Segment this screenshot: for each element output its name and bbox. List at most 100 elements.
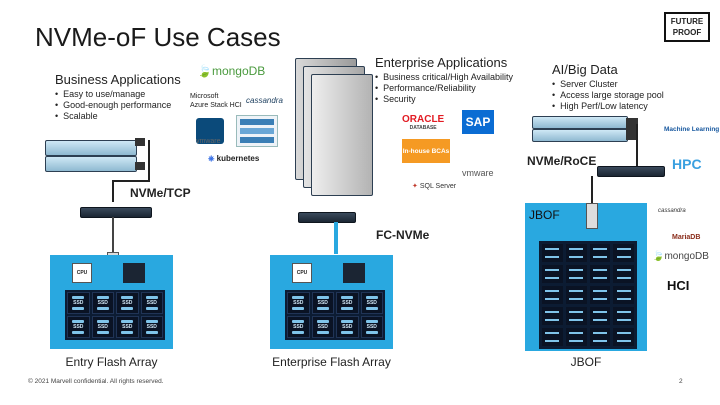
ssd: SSD: [360, 292, 383, 314]
entry-flash-array: CPU SSD SSD SSD SSD SSD SSD SSD SSD: [50, 255, 173, 349]
jbof-ssd-grid: [539, 241, 637, 349]
machine-learning-logo: Machine Learning: [664, 126, 720, 133]
ssd: [589, 328, 611, 346]
ssd: SSD: [116, 316, 139, 338]
enterprise-heading: Enterprise Applications: [375, 55, 508, 70]
server: [45, 156, 137, 172]
inhouse-bcas-logo: In-house BCAs: [402, 139, 450, 163]
ssd: SSD: [311, 292, 334, 314]
sap-logo: SAP: [462, 110, 494, 134]
page-number: 2: [679, 378, 683, 385]
cable: [112, 180, 114, 202]
ssd-grid: SSD SSD SSD SSD SSD SSD SSD SSD: [285, 290, 385, 340]
sql-server-logo: ✦ SQL Server: [412, 183, 457, 190]
cassandra-logo: cassandra: [246, 96, 283, 105]
ssd: [613, 265, 634, 283]
ssd: SSD: [116, 292, 139, 314]
cable: [148, 140, 150, 180]
ssd: [565, 286, 587, 304]
ssd: [613, 307, 634, 325]
ssd: SSD: [336, 292, 359, 314]
network-switch: [298, 212, 356, 223]
hpc-logo: HPC: [672, 156, 702, 172]
server: [532, 116, 628, 129]
cpu-chip: CPU: [292, 263, 312, 283]
ssd: SSD: [311, 316, 334, 338]
ssd: SSD: [140, 292, 163, 314]
cable-connector: [135, 136, 149, 174]
ssd: SSD: [287, 316, 310, 338]
mongodb-logo-2: 🍃mongoDB: [652, 251, 709, 262]
business-bullets: Easy to use/manage Good-enough performan…: [55, 89, 171, 122]
page-title: NVMe-oF Use Cases: [35, 22, 281, 52]
nvme-roce-label: NVMe/RoCE: [527, 154, 597, 168]
ssd: [589, 286, 611, 304]
ssd: SSD: [67, 316, 90, 338]
ssd: [542, 265, 563, 283]
footer-copyright: © 2021 Marvell confidential. All rights …: [28, 378, 164, 385]
network-switch: [597, 166, 665, 177]
fc-nvme-label: FC-NVMe: [376, 228, 430, 242]
vmware-tile: [196, 118, 224, 144]
jbof-inner-label: JBOF: [529, 208, 560, 222]
ssd: [613, 244, 634, 262]
enterprise-array-label: Enterprise Flash Array: [272, 355, 391, 369]
nvme-tcp-label: NVMe/TCP: [130, 186, 191, 200]
oracle-logo: ORACLE DATABASE: [402, 115, 444, 133]
ssd: SSD: [91, 292, 114, 314]
ssd: SSD: [336, 316, 359, 338]
controller-icon: [123, 263, 145, 283]
business-heading: Business Applications: [55, 72, 181, 87]
microsoft-label: Microsoft: [190, 93, 219, 100]
ssd: SSD: [91, 316, 114, 338]
ai-bullets: Server Cluster Access large storage pool…: [552, 79, 664, 112]
business-bullet: Easy to use/manage: [55, 89, 171, 100]
ai-bullet: Server Cluster: [552, 79, 664, 90]
cassandra-logo-2: cassandra: [658, 208, 686, 214]
business-bullet: Good-enough performance: [55, 100, 171, 111]
azure-stack-label: Azure Stack HCI: [190, 102, 242, 109]
ssd: [542, 307, 563, 325]
ssd: [613, 328, 634, 346]
mongodb-logo: 🍃mongoDB: [197, 64, 266, 78]
cable: [112, 180, 150, 182]
fc-link: [334, 222, 338, 254]
cable-connector: [586, 203, 598, 229]
enterprise-flash-array: CPU SSD SSD SSD SSD SSD SSD SSD SSD: [270, 255, 393, 349]
ssd: [542, 286, 563, 304]
mariadb-logo: MariaDB: [672, 234, 701, 241]
ssd: [613, 286, 634, 304]
ssd: [542, 244, 563, 262]
enterprise-bullets: Business critical/High Availability Perf…: [375, 72, 513, 105]
ssd: [565, 307, 587, 325]
cable: [112, 217, 114, 255]
network-switch: [80, 207, 152, 218]
jbof-array: JBOF: [525, 203, 647, 351]
ssd: [565, 244, 587, 262]
entry-array-label: Entry Flash Array: [65, 355, 158, 369]
ssd: [589, 244, 611, 262]
server-rack: [295, 58, 375, 198]
enterprise-bullet: Business critical/High Availability: [375, 72, 513, 83]
kubernetes-logo: ⎈ kubernetes: [208, 154, 260, 163]
enterprise-bullet: Security: [375, 94, 513, 105]
vmware-logo: vmware: [196, 138, 221, 145]
future-proof-logo: FUTURE PROOF: [664, 12, 710, 42]
cable-connector: [626, 118, 638, 140]
cable: [591, 176, 593, 206]
oracle-label: ORACLE: [402, 114, 445, 125]
ssd: SSD: [67, 292, 90, 314]
ssd: SSD: [140, 316, 163, 338]
ai-bullet: High Perf/Low latency: [552, 101, 664, 112]
ai-heading: AI/Big Data: [552, 62, 618, 77]
vmware-logo-2: vmware: [462, 168, 494, 178]
ssd: SSD: [360, 316, 383, 338]
ssd: [565, 328, 587, 346]
hci-logo: HCI: [667, 278, 690, 293]
logo-line-2: PROOF: [672, 28, 702, 37]
ssd: [589, 307, 611, 325]
enterprise-bullet: Performance/Reliability: [375, 83, 513, 94]
microsoft-logo: Microsoft Azure Stack HCI: [190, 92, 242, 110]
oracle-database-label: DATABASE: [409, 125, 437, 131]
cpu-chip: CPU: [72, 263, 92, 283]
